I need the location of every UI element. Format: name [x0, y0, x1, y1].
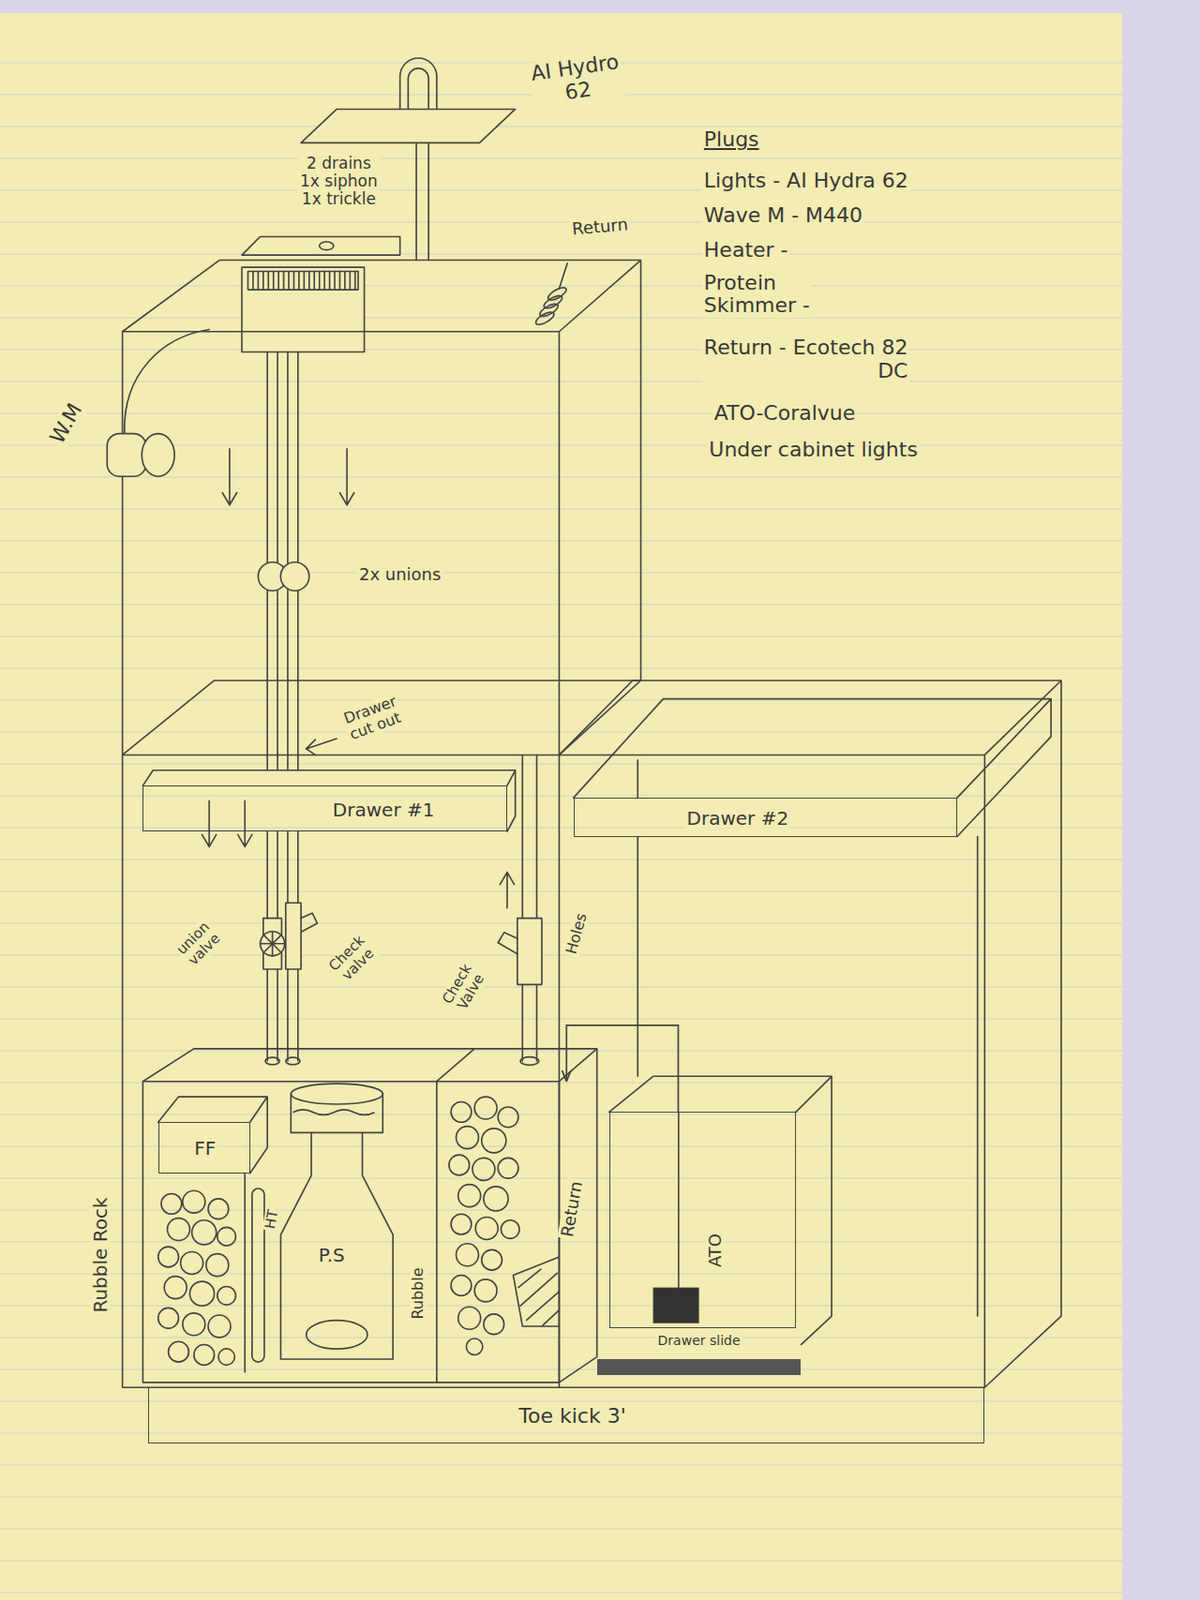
drawer-slide: Drawer slide: [597, 1328, 802, 1376]
rubble-rock: [449, 1096, 520, 1355]
return-label: Return: [569, 214, 630, 240]
part-label: Drawer slide: [656, 1334, 743, 1350]
overflow-box: [241, 237, 401, 256]
return-pipe: [522, 754, 537, 1062]
ato-sensor: [653, 1288, 700, 1324]
legal-pad: [0, 13, 1123, 1600]
part-label: ATO: [705, 1231, 725, 1270]
return-chamber: Return: [436, 1081, 598, 1383]
ato-sensor-wire: [677, 1111, 680, 1288]
check-valve: [517, 918, 542, 986]
sump-holes: [265, 1057, 540, 1066]
plug-item: Wave M - M440: [702, 204, 865, 228]
weir-box: [241, 267, 365, 352]
protein-skimmer-outline: [292, 1110, 375, 1115]
drawer-label: Drawer #2: [685, 808, 792, 829]
protein-skimmer-outline: [275, 1081, 399, 1368]
check-valve: [497, 932, 518, 955]
protein-skimmer-outline: [306, 1320, 368, 1349]
heater-label: HT: [261, 1206, 282, 1232]
part-label: Return: [556, 1178, 586, 1241]
ato-line: [566, 1025, 678, 1113]
wavemaker-label: W.M: [45, 397, 89, 450]
toe-kick: Toe kick 3': [148, 1387, 986, 1444]
filter-floss-top: [158, 1096, 268, 1174]
valve-label: union valve: [172, 917, 225, 971]
plug-item: Protein Skimmer -: [702, 271, 812, 318]
drawer-label: Drawer #1: [330, 798, 437, 820]
filter-floss-box: FF: [158, 1122, 251, 1173]
protein-skimmer-outline: [290, 1094, 383, 1133]
equipment-note: ATO-Coralvue: [712, 402, 858, 426]
dimension-label: Toe kick 3': [516, 1405, 628, 1429]
check-valve: [300, 913, 317, 932]
media-label: Rubble: [409, 1266, 427, 1322]
heater: [252, 1188, 265, 1363]
display-tank: [122, 260, 642, 756]
check-valve: [285, 902, 301, 970]
cutout-note: Drawer cut out: [340, 692, 407, 745]
drawer-front: Drawer #1: [142, 785, 508, 832]
union-valve: [260, 931, 285, 957]
holes-label: Holes: [562, 909, 591, 958]
drawer-top: [142, 770, 515, 832]
light-hanger: [400, 58, 437, 261]
valve-label: Check Valve: [438, 959, 490, 1016]
drawer-top: [573, 699, 1051, 838]
light-label: AI Hydro 62: [527, 50, 626, 109]
return-nozzle: [534, 309, 556, 327]
part-label: FF: [192, 1138, 218, 1159]
sump: [142, 1049, 597, 1383]
union: [280, 562, 309, 591]
flow-arrow: [202, 449, 515, 909]
drawer-front: Drawer #2: [573, 797, 958, 837]
ato-reservoir-top: [609, 1076, 832, 1345]
protein-skimmer: P.S: [275, 1081, 399, 1368]
protein-skimmer-outline: [290, 1083, 383, 1105]
union-valve-handle: [260, 931, 285, 957]
part-label: P.S: [316, 1245, 347, 1266]
cabinet: [122, 680, 1062, 1388]
return-nozzle: [558, 263, 568, 289]
ato-reservoir: ATO: [609, 1111, 796, 1329]
media-label: Rubble Rock: [89, 1195, 110, 1315]
protein-skimmer-outline: [280, 1132, 393, 1360]
light-fixture: [300, 108, 516, 143]
wavemaker: [106, 434, 146, 478]
plug-item: Lights - AI Hydra 62: [702, 169, 911, 194]
valve-label: Check valve: [324, 931, 380, 988]
equipment-note: Under cabinet lights: [706, 438, 920, 463]
weir-teeth: [253, 271, 356, 291]
plug-item: Return - Ecotech 82 DC: [702, 336, 911, 383]
aquarium-sketch: [106, 58, 1062, 1388]
rubble-rock: [158, 1190, 237, 1365]
plug-item: Heater -: [702, 239, 791, 263]
cutout-pointer: [306, 738, 338, 755]
plumbing-note: 2 drains 1x siphon 1x trickle: [298, 154, 380, 209]
ruled-lines: [0, 56, 1123, 1600]
wavemaker-cord: [124, 330, 210, 435]
return-pump: [512, 1257, 559, 1327]
wavemaker: [141, 434, 175, 478]
union-label: 2x unions: [357, 565, 443, 585]
plugs-heading: Plugs: [702, 128, 762, 152]
